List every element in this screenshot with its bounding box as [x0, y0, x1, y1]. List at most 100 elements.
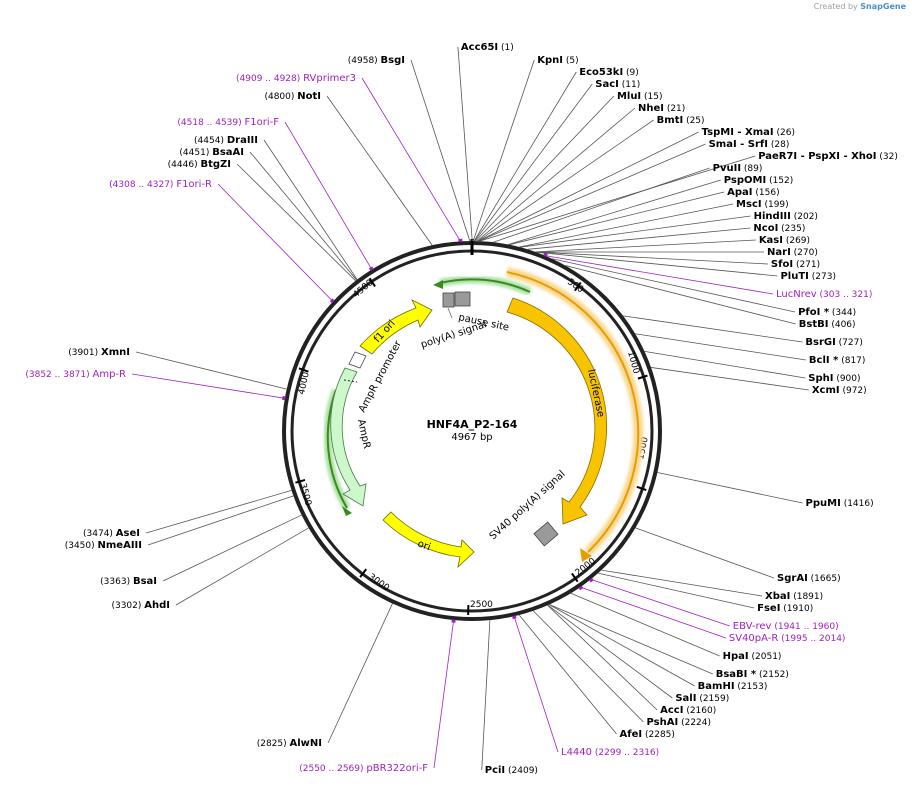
site-name-36: AfeI — [620, 729, 643, 740]
site-30: HpaI (2051) — [570, 592, 781, 662]
primer-pos-3: (3852 .. 3871) — [25, 370, 92, 380]
site-label-20: PfoI * (344) — [798, 307, 856, 318]
site-leader-46 — [263, 139, 358, 280]
site-leader-30 — [570, 592, 720, 657]
site-19: PluTI (273) — [536, 251, 836, 282]
site-label-39: (3302) AhdI — [111, 600, 170, 611]
site-46: (4454) DraIII — [194, 135, 358, 280]
plasmid-size: 4967 bp — [451, 432, 492, 443]
site-pos-7: (26) — [774, 128, 795, 138]
site-36: AfeI (2285) — [518, 614, 675, 740]
primer-leader-1 — [284, 121, 373, 270]
tick-label-4000: 4000 — [297, 371, 312, 396]
site-label-12: ApaI (156) — [727, 187, 779, 198]
site-20: PfoI * (344) — [552, 258, 856, 318]
site-pos-1: (5) — [563, 56, 579, 66]
primer-leader-7 — [513, 616, 559, 753]
site-23: BclI * (817) — [635, 333, 865, 366]
site-pos-40: (3363) — [100, 577, 133, 587]
site-pos-26: (1416) — [841, 499, 874, 509]
site-leader-14 — [519, 215, 751, 248]
site-name-30: HpaI — [723, 651, 749, 662]
primer-name-2: F1ori-R — [176, 179, 212, 190]
primer-7: L4440 (2299 .. 2316) — [512, 615, 659, 758]
primer-binding-4 — [543, 252, 548, 257]
site-pos-48: (4958) — [348, 56, 381, 66]
site-label-4: MluI (15) — [617, 91, 663, 102]
site-label-8: SmaI - SrfI (28) — [709, 139, 790, 150]
site-pos-31: (2152) — [756, 670, 789, 680]
site-name-3: SacI — [595, 79, 619, 90]
primer-label-1: (4518 .. 4539) F1ori-F — [177, 117, 279, 128]
site-label-14: HindIII (202) — [754, 211, 818, 222]
site-leader-43 — [135, 351, 287, 390]
site-leader-34 — [547, 605, 658, 711]
site-name-41: NmeAIII — [98, 540, 142, 551]
primer-name-8: pBR322ori-F — [366, 763, 428, 774]
primer-binding-7 — [512, 615, 517, 620]
site-leader-5 — [476, 107, 636, 242]
site-name-32: BamHI — [698, 681, 735, 692]
pause-site-box — [454, 291, 471, 307]
site-4: MluI (15) — [475, 91, 663, 242]
site-leader-28 — [601, 569, 763, 597]
primer-label-4: LucNrev (303 .. 321) — [776, 289, 872, 300]
site-name-4: MluI — [617, 91, 641, 102]
site-pos-15: (235) — [778, 224, 805, 234]
site-leader-23 — [635, 333, 806, 361]
site-18: SfoI (271) — [535, 251, 820, 270]
site-label-22: BsrGI (727) — [805, 337, 863, 348]
site-47: (4800) NotI — [264, 91, 433, 246]
site-12: ApaI (156) — [509, 187, 780, 246]
site-label-47: (4800) NotI — [264, 91, 321, 102]
site-35: PshAI (2224) — [532, 610, 711, 728]
site-34: AccI (2160) — [547, 605, 716, 716]
site-leader-48 — [410, 59, 471, 242]
site-3: SacI (11) — [474, 79, 640, 242]
site-label-15: NcoI (235) — [753, 223, 805, 234]
site-label-32: BamHI (2153) — [698, 681, 768, 692]
site-pos-38: (2825) — [257, 739, 290, 749]
site-14: HindIII (202) — [519, 211, 818, 248]
site-name-28: XbaI — [765, 591, 790, 602]
site-name-42: AseI — [116, 528, 140, 539]
site-pos-34: (2160) — [683, 706, 716, 716]
site-0: Acc65I (1) — [457, 42, 514, 242]
primer-binding-1 — [368, 266, 374, 272]
tick-4500 — [368, 277, 376, 288]
site-15: NcoI (235) — [527, 223, 805, 250]
site-pos-12: (156) — [753, 188, 780, 198]
site-pos-32: (2153) — [735, 682, 768, 692]
site-pos-4: (15) — [641, 92, 662, 102]
site-name-22: BsrGI — [805, 337, 835, 348]
site-label-48: (4958) BsgI — [348, 55, 405, 66]
site-pos-3: (11) — [619, 80, 640, 90]
site-name-13: MscI — [736, 199, 762, 210]
f1-ori-arrow — [359, 299, 433, 355]
site-leader-24 — [644, 351, 806, 379]
primer-label-3: (3852 .. 3871) Amp-R — [25, 369, 126, 380]
primer-binding-3 — [282, 395, 286, 401]
primer-leader-0 — [361, 77, 461, 242]
site-pos-8: (28) — [768, 140, 789, 150]
site-label-37: PciI (2409) — [485, 765, 538, 776]
site-label-9: PaeR7I - PspXI - XhoI (32) — [758, 151, 898, 162]
site-45: (4451) BsaAI — [179, 147, 357, 281]
site-name-5: NheI — [638, 103, 664, 114]
primer-label-8: (2550 .. 2569) pBR322ori-F — [299, 763, 428, 774]
site-leader-44 — [236, 163, 356, 282]
site-10: PvuII (89) — [493, 163, 762, 243]
site-27: SgrAI (1665) — [635, 527, 841, 584]
site-leader-39 — [175, 527, 309, 606]
site-label-17: NarI (270) — [767, 247, 818, 258]
site-name-26: PpuMI — [806, 498, 841, 509]
primer-name-4: LucNrev — [776, 289, 817, 300]
primer-label-2: (4308 .. 4327) F1ori-R — [109, 179, 212, 190]
site-pos-9: (32) — [877, 152, 898, 162]
site-name-48: BsgI — [381, 55, 405, 66]
site-name-6: BmtI — [657, 115, 684, 126]
site-pos-45: (4451) — [179, 148, 212, 158]
tick-labels: 500 1000 1500 2000 2500 3000 3500 4000 4… — [297, 277, 651, 610]
primer-leader-4 — [544, 255, 774, 295]
primer-pos-0: (4909 .. 4928) — [236, 74, 303, 84]
